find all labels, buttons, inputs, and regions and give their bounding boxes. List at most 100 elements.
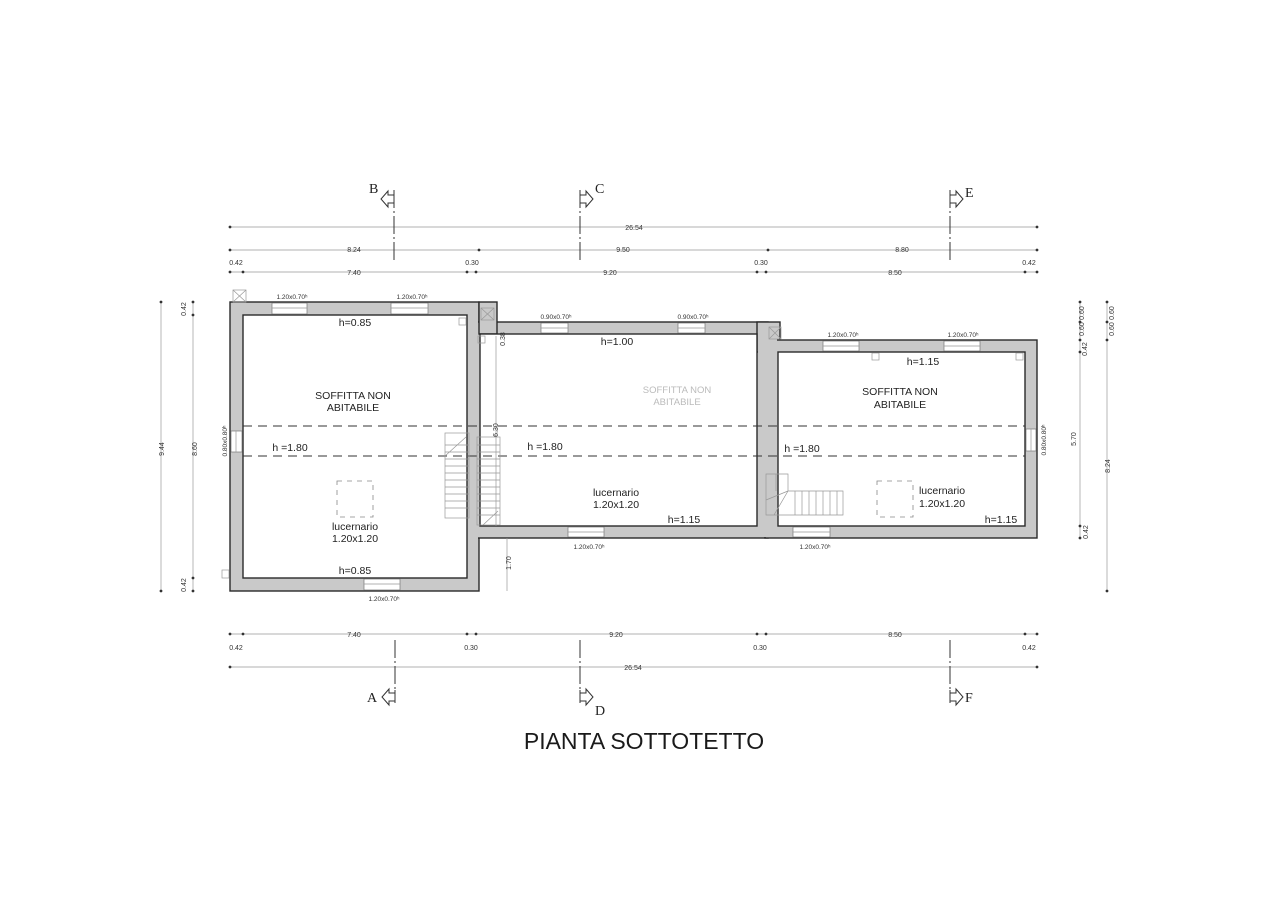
height-label: h =1.80 [527, 441, 562, 453]
dim-value: 0.42 [181, 578, 188, 592]
dim-value: 8.50 [888, 632, 902, 639]
window-label: 1.20x0.70ʰ [827, 332, 859, 339]
window [943, 340, 981, 352]
window-labels: 1.20x0.70ʰ 1.20x0.70ʰ 0.90x0.70ʰ 0.90x0.… [222, 294, 1048, 603]
section-arrow-right-icon [579, 687, 594, 707]
height-label: h=1.15 [985, 514, 1018, 526]
window-label: 0.90x0.70ʰ [540, 314, 572, 321]
dim-value: 0.42 [1022, 260, 1036, 267]
window [540, 322, 569, 334]
window-label: 1.20x0.70ʰ [276, 294, 308, 301]
staircase-icon [444, 432, 470, 519]
section-label-d: D [595, 704, 605, 719]
window-label: 0.80x0.80ʰ [222, 425, 229, 457]
window [1025, 428, 1037, 452]
room-name: ABITABILE [874, 399, 926, 411]
window [271, 302, 308, 315]
corner-marker-icon [221, 317, 1024, 579]
window-label: 0.80x0.80ʰ [1041, 424, 1048, 456]
room-name: ABITABILE [653, 397, 700, 408]
skylight-outline [336, 480, 374, 518]
dim-value: 8.80 [895, 247, 909, 254]
dim-value: 0.30 [753, 645, 767, 652]
section-label-f: F [965, 691, 973, 706]
dim-value: 8.50 [888, 270, 902, 277]
room-middle-labels: SOFFITTA NON ABITABILE h=1.00 h =1.80 lu… [527, 336, 711, 526]
dim-total: 26.54 [625, 225, 643, 232]
vent-icon [232, 289, 247, 303]
room-left-labels: SOFFITTA NON ABITABILE h=0.85 h =1.80 lu… [272, 317, 390, 577]
dim-value: 0.60 [1109, 306, 1116, 320]
window [363, 578, 401, 591]
dim-value: 5.70 [1071, 432, 1078, 446]
window [567, 526, 605, 538]
dim-value: 0.60 [1109, 322, 1116, 336]
section-arrow-left-icon [381, 687, 396, 707]
skylight-label: lucernario [332, 521, 378, 533]
drawing-title: PIANTA SOTTOTETTO [524, 728, 764, 754]
dimensions-vertical: 9.44 8.60 0.42 0.42 0.60 0.60 0.42 5.70 … [159, 302, 1116, 592]
dim-value: 0.42 [1082, 342, 1089, 356]
height-label: h=1.15 [907, 356, 940, 368]
window-label: 1.20x0.70ʰ [799, 544, 831, 551]
room-name: SOFFITTA NON [643, 385, 712, 396]
dim-value: 9.20 [603, 270, 617, 277]
dim-value: 9.50 [616, 247, 630, 254]
room-name: ABITABILE [327, 402, 379, 414]
height-label: h =1.80 [272, 442, 307, 454]
windows [230, 302, 1037, 591]
window-label: 1.20x0.70ʰ [573, 544, 605, 551]
window-label: 1.20x0.70ʰ [947, 332, 979, 339]
section-markers: B C E A D F [367, 182, 974, 719]
dim-value: 7.40 [347, 270, 361, 277]
room-name: SOFFITTA NON [315, 390, 391, 402]
dim-value: 0.60 [1079, 322, 1086, 336]
section-arrow-right-icon [949, 687, 964, 707]
skylight-outline [876, 480, 914, 518]
window [230, 430, 243, 453]
staircase-icon [765, 473, 844, 516]
dim-total: 26.54 [624, 665, 642, 672]
walls [229, 289, 1038, 592]
dim-value: 0.60 [1079, 306, 1086, 320]
dim-value: 0.42 [181, 302, 188, 316]
dim-value: 9.20 [609, 632, 623, 639]
skylight-size: 1.20x1.20 [593, 499, 639, 511]
window-label: 1.20x0.70ʰ [368, 596, 400, 603]
section-label-b: B [369, 182, 378, 197]
dim-value: 0.30 [464, 645, 478, 652]
window-label: 0.90x0.70ʰ [677, 314, 709, 321]
height-label: h =1.80 [784, 443, 819, 455]
window [390, 302, 429, 315]
section-arrow-right-icon [579, 189, 594, 209]
right-room [777, 351, 1026, 527]
window [792, 526, 831, 538]
middle-room [479, 333, 758, 527]
dim-value: 0.30 [754, 260, 768, 267]
section-label-a: A [367, 691, 378, 706]
dim-value: 1.70 [506, 556, 513, 570]
shared-wall [467, 303, 478, 590]
staircase-icon [476, 436, 501, 526]
height-label: h=1.00 [601, 336, 634, 348]
skylight-size: 1.20x1.20 [332, 533, 378, 545]
dim-value: 8.24 [1105, 459, 1112, 473]
left-room [242, 314, 468, 579]
window-label: 1.20x0.70ʰ [396, 294, 428, 301]
dimensions-top: 26.54 8.24 9.50 8.80 7.40 9.20 8.50 0.42… [229, 225, 1036, 277]
window [677, 322, 706, 334]
vent-icon [768, 326, 782, 340]
dimension-lines [159, 225, 1109, 669]
height-label: h=1.15 [668, 514, 701, 526]
dim-value: 0.42 [1083, 525, 1090, 539]
dim-value: 8.24 [347, 247, 361, 254]
dim-value: 0.42 [1022, 645, 1036, 652]
dimensions-bottom: 7.40 9.20 8.50 0.42 0.30 0.30 0.42 26.54 [229, 632, 1036, 672]
vent-icon [480, 307, 495, 321]
dim-total: 9.44 [159, 442, 166, 456]
room-right-labels: SOFFITTA NON ABITABILE h=1.15 h =1.80 lu… [784, 356, 1017, 526]
dim-value: 0.30 [465, 260, 479, 267]
dim-value: 6.30 [493, 423, 500, 437]
